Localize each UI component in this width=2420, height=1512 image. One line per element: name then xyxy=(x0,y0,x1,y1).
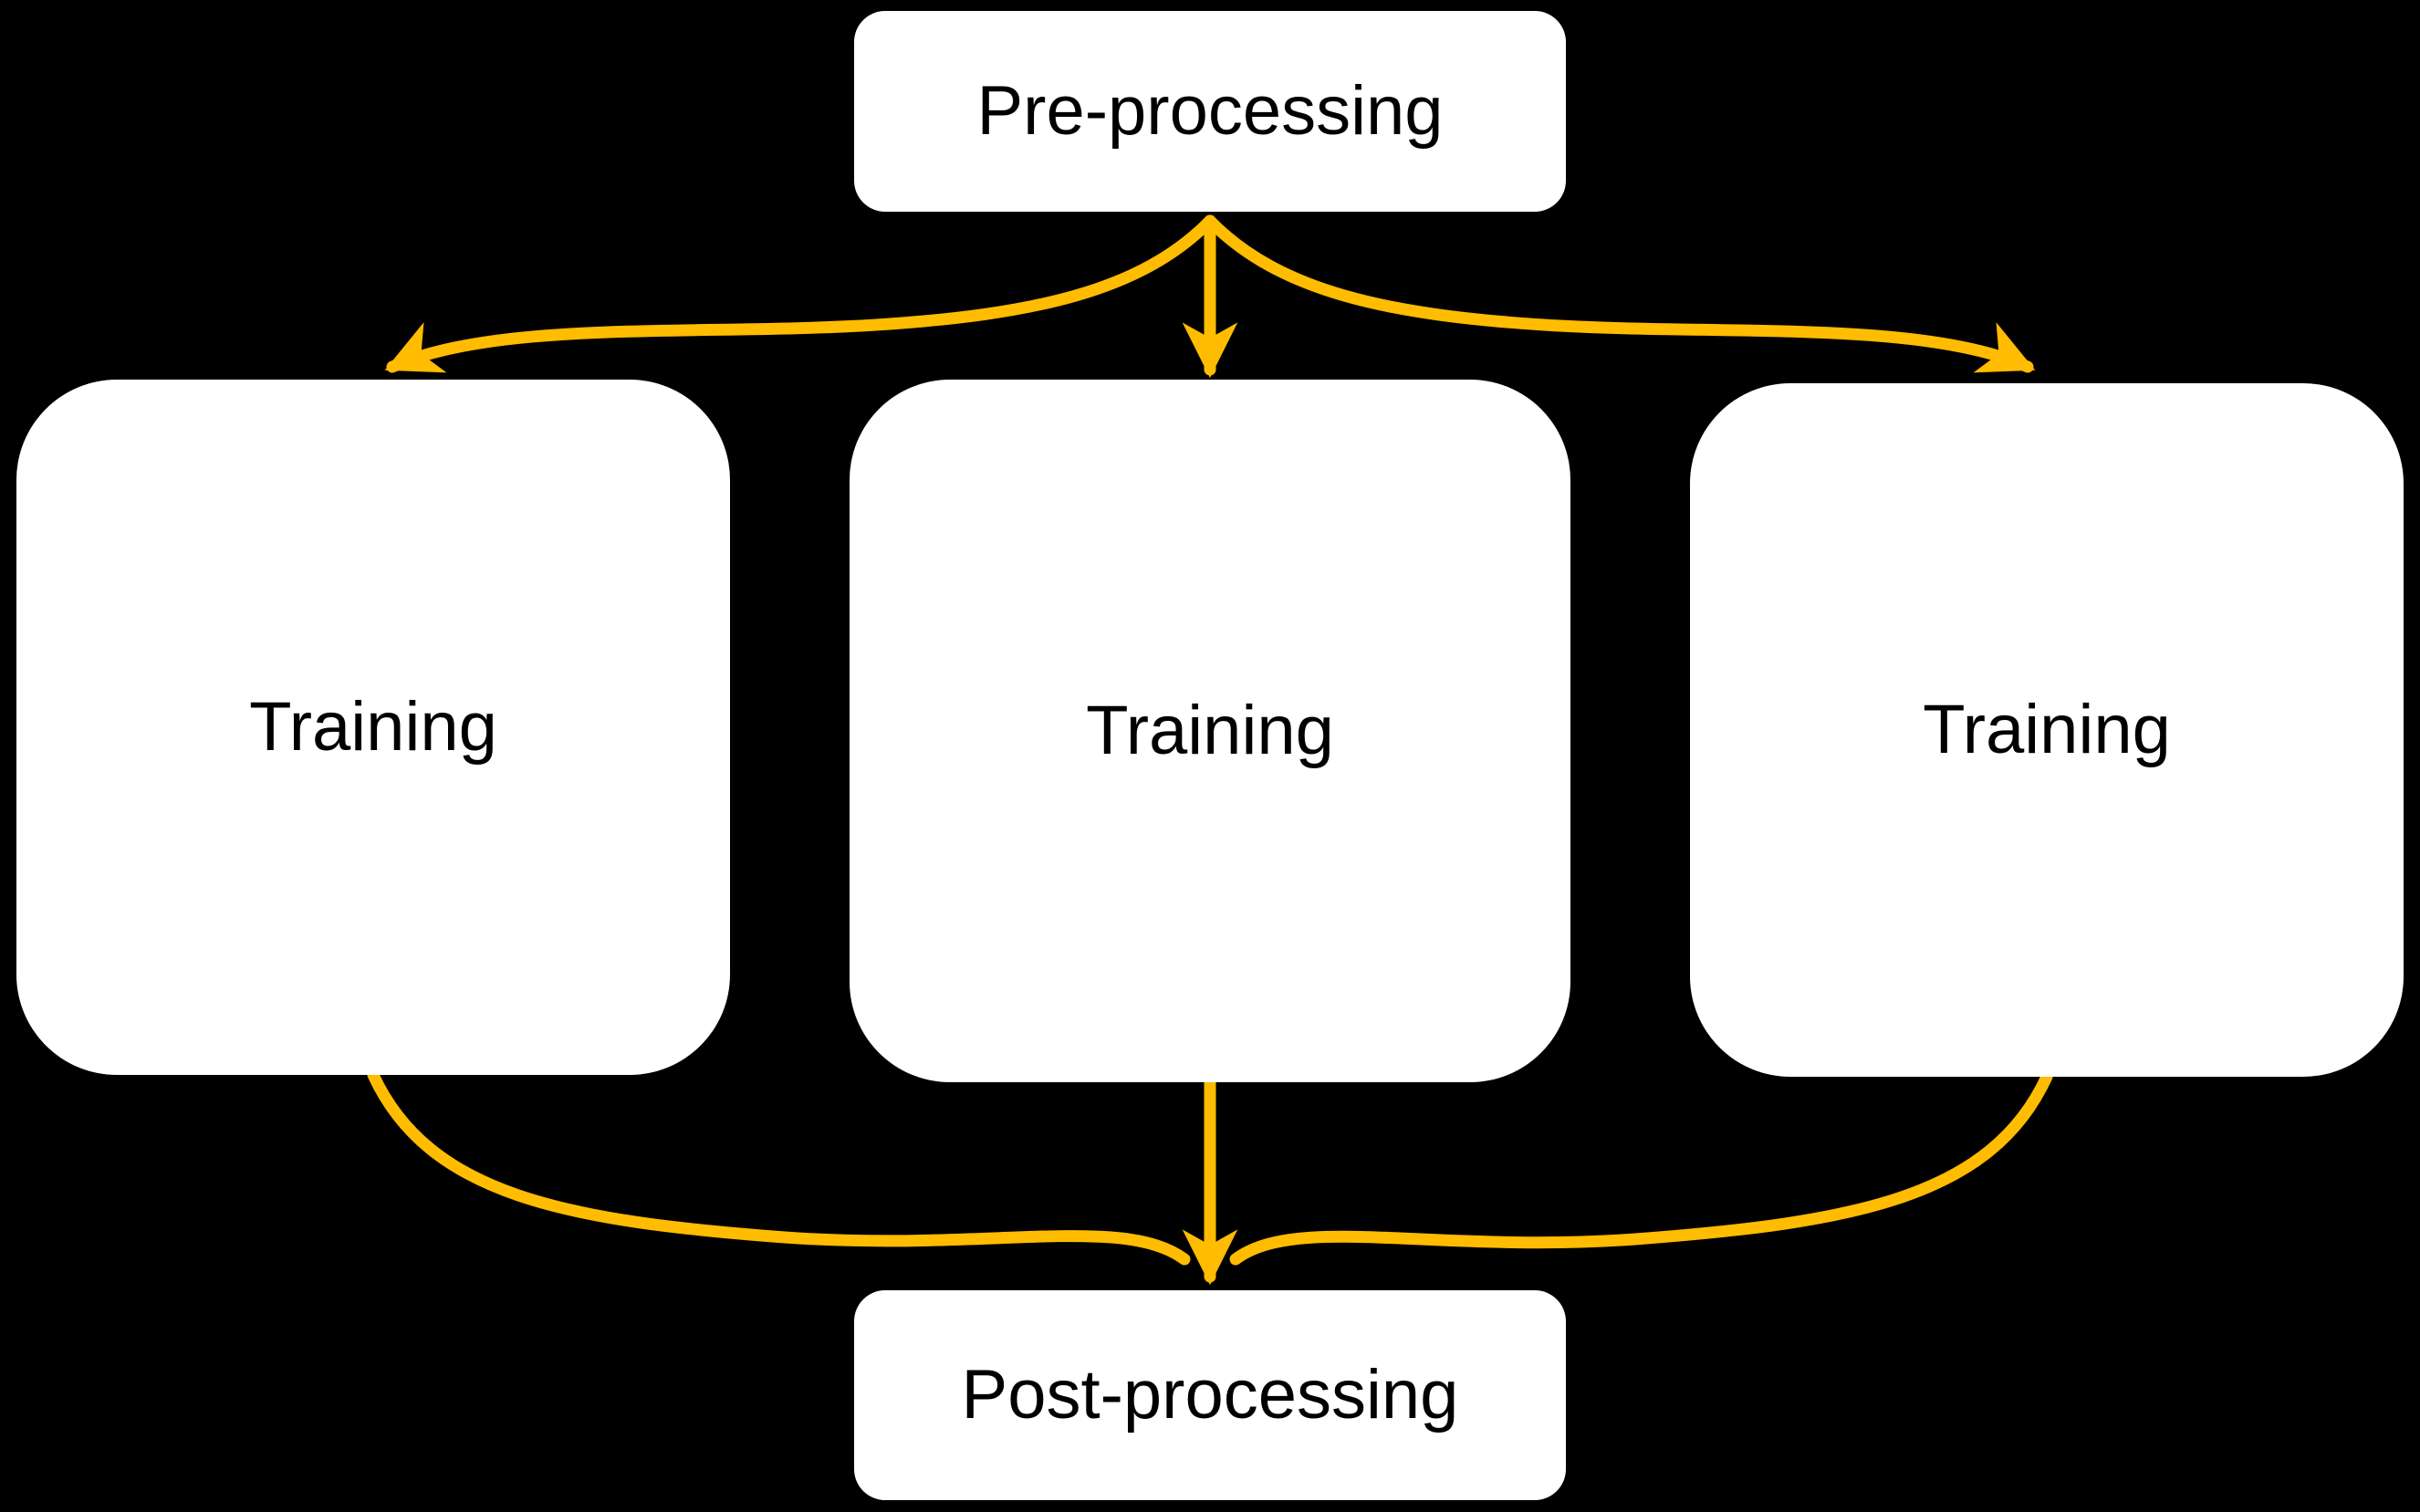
edge-pre-to-training-right xyxy=(1204,214,2036,373)
node-pre-processing: Pre-processing xyxy=(854,11,1566,212)
node-training-middle-label: Training xyxy=(1086,692,1334,769)
node-training-left: Training xyxy=(16,380,730,1075)
node-post-processing-label: Post-processing xyxy=(961,1356,1459,1434)
node-post-processing: Post-processing xyxy=(854,1290,1566,1500)
node-training-right-label: Training xyxy=(1923,691,2171,768)
edge-training-left-to-post xyxy=(367,1069,1191,1266)
edge-pre-to-training-left xyxy=(384,214,1216,373)
node-training-right: Training xyxy=(1690,383,2404,1077)
edge-training-right-to-post xyxy=(1229,1070,2053,1266)
node-training-middle: Training xyxy=(850,380,1570,1082)
node-training-left-label: Training xyxy=(249,688,497,766)
node-pre-processing-label: Pre-processing xyxy=(976,72,1444,150)
